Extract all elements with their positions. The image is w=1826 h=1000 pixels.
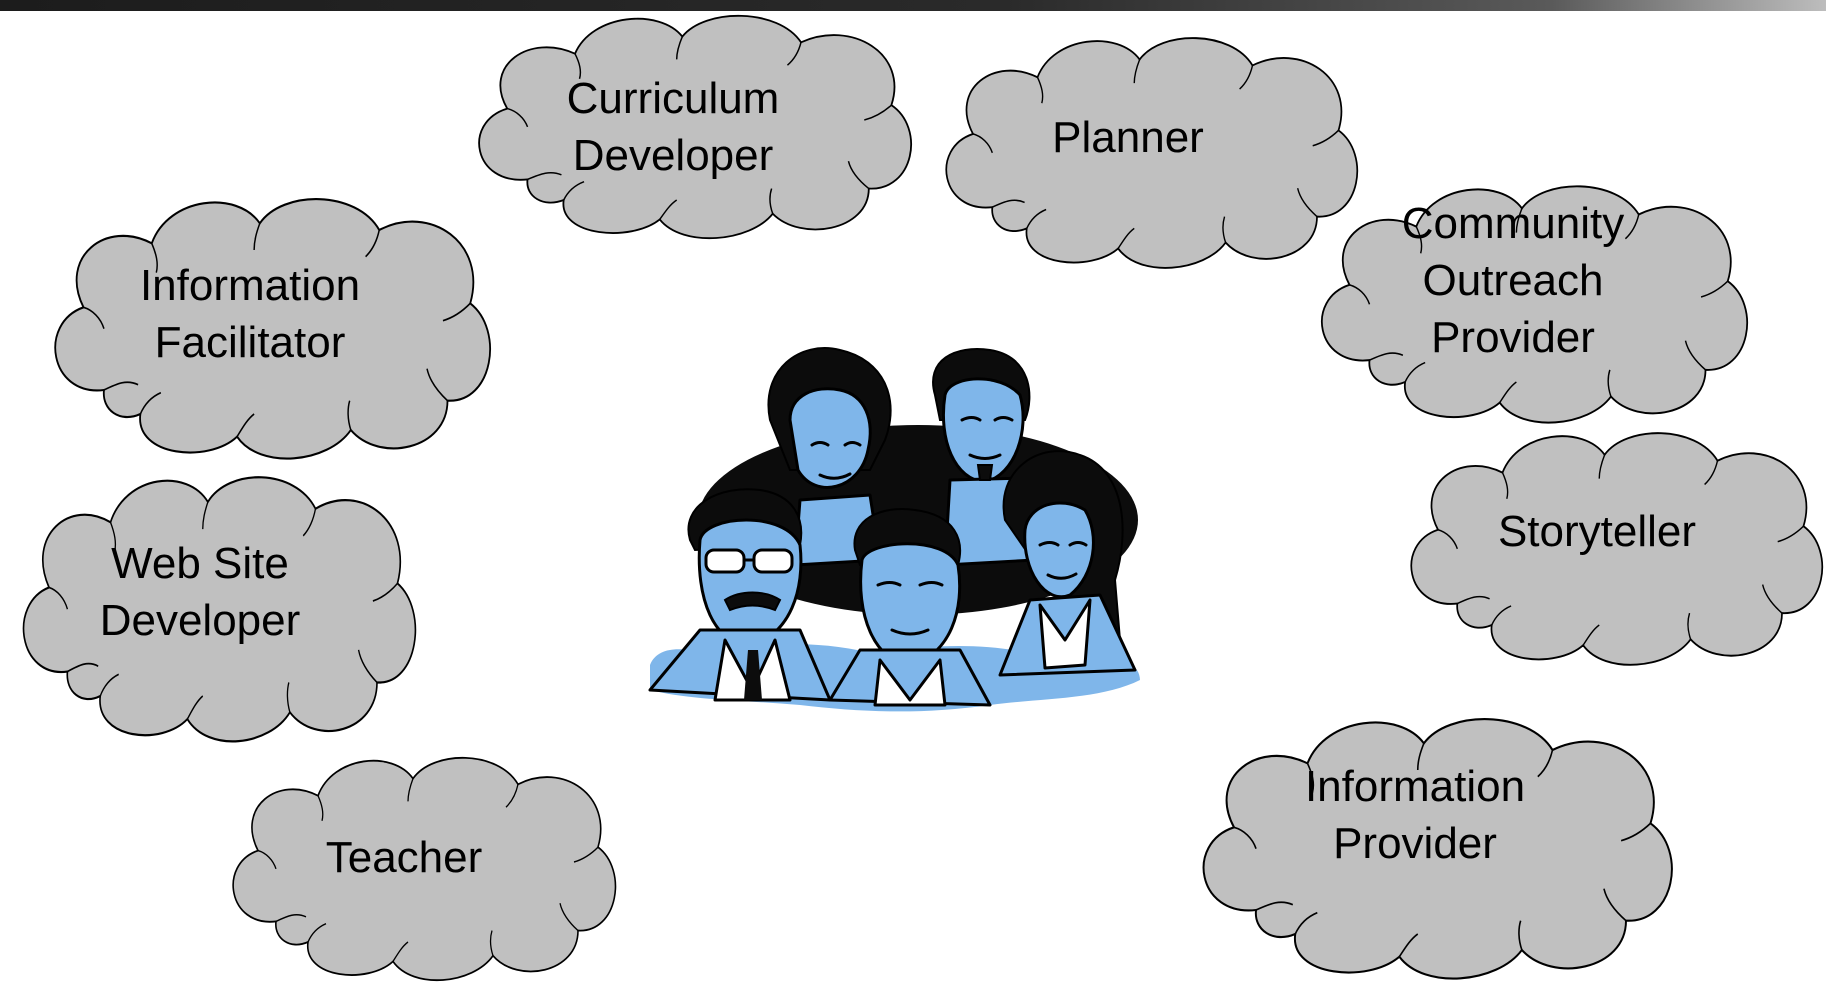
cloud-label-web-site-developer-line-2: Developer xyxy=(100,596,301,645)
cloud-label-information-provider-line-1: Information xyxy=(1305,762,1525,811)
cloud-label-planner-line-1: Planner xyxy=(1052,113,1204,162)
cloud-label-storyteller-line-1: Storyteller xyxy=(1498,507,1696,556)
cloud-label-curriculum-developer-line-1: Curriculum xyxy=(567,74,780,123)
cloud-label-information-facilitator-line-2: Facilitator xyxy=(155,318,346,367)
top-bar xyxy=(0,0,1826,11)
cloud-label-information-facilitator-line-1: Information xyxy=(140,261,360,310)
cloud-teacher: Teacher xyxy=(232,756,617,982)
cloud-label-information-provider-line-2: Provider xyxy=(1333,819,1497,868)
cloud-label-community-outreach-provider-line-2: Outreach xyxy=(1423,256,1604,305)
group-of-people-illustration xyxy=(648,347,1140,712)
cloud-label-community-outreach-provider-line-3: Provider xyxy=(1431,313,1595,362)
cloud-label-web-site-developer-line-1: Web Site xyxy=(111,539,289,588)
cloud-label-curriculum-developer-line-2: Developer xyxy=(573,131,774,180)
cloud-planner: Planner xyxy=(945,37,1359,269)
cloud-storyteller: Storyteller xyxy=(1410,432,1824,666)
cloud-label-teacher-line-1: Teacher xyxy=(326,833,483,882)
cloud-label-community-outreach-provider-line-1: Community xyxy=(1402,199,1625,248)
